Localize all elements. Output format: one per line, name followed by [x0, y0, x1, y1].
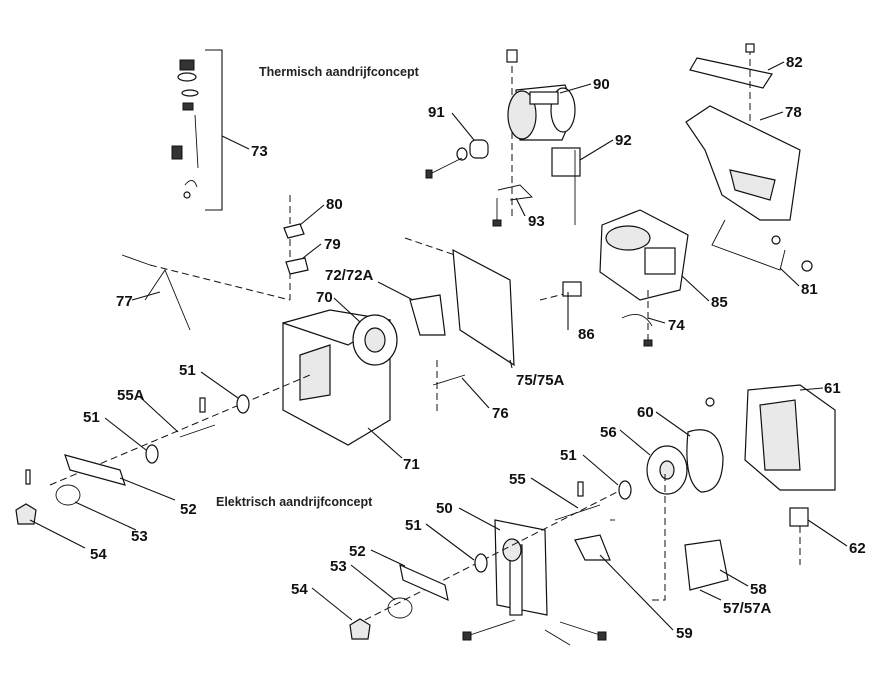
label-91: 91 [428, 104, 445, 121]
label-55a: 55A [117, 387, 145, 404]
bracket-76 [432, 360, 466, 415]
label-76: 76 [492, 405, 509, 422]
label-50: 50 [436, 500, 453, 517]
axle-group-thermal [15, 374, 311, 525]
label-78: 78 [785, 104, 802, 121]
label-92: 92 [615, 132, 632, 149]
label-53-a: 53 [131, 528, 148, 545]
label-52-b: 52 [349, 543, 366, 560]
switch-62 [789, 507, 809, 565]
label-90: 90 [593, 76, 610, 93]
label-51-c: 51 [560, 447, 577, 464]
label-77: 77 [116, 293, 133, 310]
label-59: 59 [676, 625, 693, 642]
engine-85 [599, 209, 689, 301]
label-79: 79 [324, 236, 341, 253]
label-71: 71 [403, 456, 420, 473]
electric-motor-90 [506, 49, 576, 220]
belt-60 [686, 429, 724, 493]
label-93: 93 [528, 213, 545, 230]
pulley-56 [646, 445, 688, 495]
label-62: 62 [849, 540, 866, 557]
label-54-b: 54 [291, 581, 308, 598]
label-85: 85 [711, 294, 728, 311]
label-51-a: 51 [179, 362, 196, 379]
bracket-59 [574, 519, 615, 561]
plate-82 [689, 43, 773, 140]
label-54-a: 54 [90, 546, 107, 563]
label-81: 81 [801, 281, 818, 298]
part-73-kit [171, 49, 223, 211]
guard-61 [705, 384, 836, 491]
belt-guard-72 [409, 294, 446, 336]
handle-81 [711, 219, 813, 272]
label-70: 70 [316, 289, 333, 306]
label-55: 55 [509, 471, 526, 488]
label-82: 82 [786, 54, 803, 71]
label-74: 74 [668, 317, 685, 334]
label-53-b: 53 [330, 558, 347, 575]
pulley-70 [352, 314, 398, 366]
bracket-93 [492, 184, 533, 227]
label-58: 58 [750, 581, 767, 598]
bolts [462, 619, 607, 646]
label-56: 56 [600, 424, 617, 441]
motor-plate-50 [494, 519, 548, 616]
label-51-b: 51 [83, 409, 100, 426]
label-73: 73 [251, 143, 268, 160]
label-72-72a: 72/72A [325, 267, 374, 284]
label-57-57a: 57/57A [723, 600, 772, 617]
label-51-d: 51 [405, 517, 422, 534]
label-61: 61 [824, 380, 841, 397]
leader-lines [29, 61, 848, 631]
part-labels: 90 91 92 93 82 78 81 73 80 79 72/72A 70 … [83, 54, 866, 642]
shield-75 [404, 237, 515, 367]
label-52-a: 52 [180, 501, 197, 518]
linkage-77 [121, 254, 291, 331]
part-74 [621, 290, 653, 347]
capacitor-92 [551, 147, 581, 225]
title-electric: Elektrisch aandrijfconcept [216, 495, 373, 509]
clip-80 [283, 195, 305, 300]
clip-79 [285, 257, 309, 275]
label-80: 80 [326, 196, 343, 213]
label-86: 86 [578, 326, 595, 343]
motor-57 [652, 470, 729, 601]
label-75-75a: 75/75A [516, 372, 565, 389]
part-86 [539, 281, 582, 330]
pulley-91 [425, 139, 489, 179]
axle-group-electric [349, 480, 632, 640]
title-thermal: Thermisch aandrijfconcept [259, 65, 420, 79]
cover-78 [685, 105, 801, 221]
label-60: 60 [637, 404, 654, 421]
